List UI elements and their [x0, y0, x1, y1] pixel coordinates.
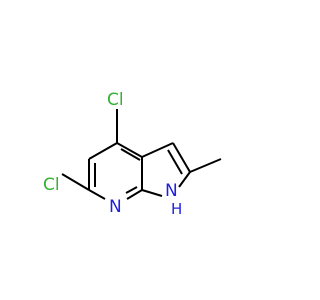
bond-c6-cl	[61, 173, 90, 191]
bond-c2-methyl	[189, 158, 222, 173]
nitrogen-pyridine-label: N	[109, 197, 122, 217]
nitrogen-pyrrole-label: N	[165, 181, 178, 201]
bond-c2-n1	[178, 171, 191, 188]
chlorine-left-label: Cl	[43, 175, 60, 195]
bond-n7-c7a-double	[125, 186, 138, 194]
bond-n1-c7a	[141, 189, 163, 197]
bond-c3-c2-double	[167, 149, 183, 175]
bond-c4-c5-ring	[88, 142, 118, 160]
molecule-structure: Cl Cl N N H	[43, 90, 222, 218]
bond-c3a-c4	[116, 142, 143, 158]
bond-c3a-c3	[141, 142, 174, 158]
chlorine-top-label: Cl	[107, 90, 124, 110]
bond-n7-c7a	[126, 189, 143, 200]
hydrogen-pyrrole-label: H	[171, 200, 182, 218]
bond-c4-c5-double	[120, 148, 141, 161]
bond-c3-c2	[172, 142, 191, 173]
bond-c6-n7	[88, 189, 106, 200]
